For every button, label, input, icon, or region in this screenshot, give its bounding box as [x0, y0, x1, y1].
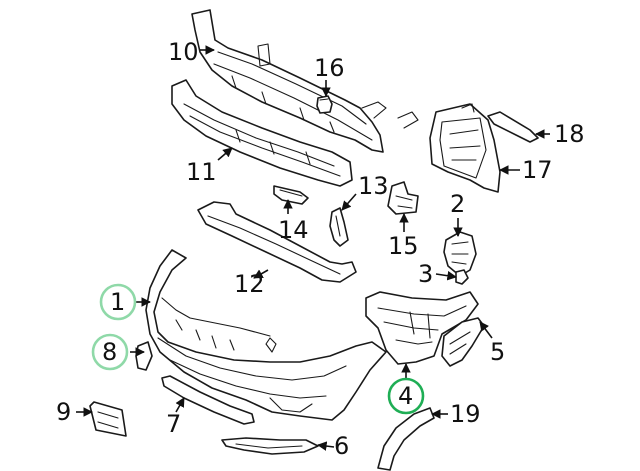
callout-2: 2 — [450, 190, 465, 218]
leader-12 — [253, 269, 269, 279]
callout-16: 16 — [314, 54, 345, 82]
part-9-plate — [89, 401, 127, 437]
callout-numbers: 10 16 11 14 13 15 17 18 2 3 12 1 8 5 4 7… — [56, 38, 585, 460]
callout-7: 7 — [166, 410, 181, 438]
leader-7 — [175, 397, 185, 413]
leader-5 — [479, 321, 493, 339]
part-16-clip — [316, 95, 333, 114]
part-1-bumper-cover — [145, 249, 387, 421]
callout-6: 6 — [334, 432, 349, 460]
callout-14: 14 — [278, 216, 309, 244]
highlight-circle-4 — [387, 377, 425, 415]
leader-6 — [317, 441, 335, 451]
part-4-bracket — [365, 291, 479, 365]
part-11-absorber — [171, 79, 353, 187]
callout-8: 8 — [102, 338, 117, 366]
leader-lines — [76, 45, 550, 451]
callout-18: 18 — [554, 120, 585, 148]
callout-12: 12 — [234, 270, 265, 298]
callout-9: 9 — [56, 398, 71, 426]
highlight-circles — [91, 283, 425, 415]
part-8-cover — [135, 341, 153, 371]
leader-11 — [217, 147, 233, 161]
callout-19: 19 — [450, 400, 481, 428]
part-10-carrier-beam — [191, 9, 419, 153]
callout-5: 5 — [490, 338, 505, 366]
part-13-bracket — [329, 207, 349, 247]
part-18-strip — [487, 111, 539, 143]
callout-13: 13 — [358, 172, 389, 200]
leader-13 — [341, 193, 357, 211]
callout-11: 11 — [186, 158, 217, 186]
part-12-cross-bar — [197, 201, 357, 283]
callout-1: 1 — [110, 288, 125, 316]
part-15-clip — [387, 181, 419, 215]
leader-3 — [435, 270, 457, 281]
part-14-bracket — [273, 185, 309, 205]
part-7-trim-strip — [161, 375, 255, 425]
callout-10: 10 — [168, 38, 199, 66]
highlight-circle-8 — [91, 333, 129, 371]
part-19-arch-trim — [377, 407, 435, 471]
part-17-housing — [429, 103, 501, 193]
highlight-circle-1 — [99, 283, 137, 321]
callout-3: 3 — [418, 260, 433, 288]
callout-15: 15 — [388, 232, 419, 260]
callout-17: 17 — [522, 156, 553, 184]
part-6-spoiler — [221, 437, 319, 455]
part-5-side-bracket — [441, 317, 485, 367]
callout-4: 4 — [398, 382, 413, 410]
part-2-bracket — [443, 231, 477, 277]
